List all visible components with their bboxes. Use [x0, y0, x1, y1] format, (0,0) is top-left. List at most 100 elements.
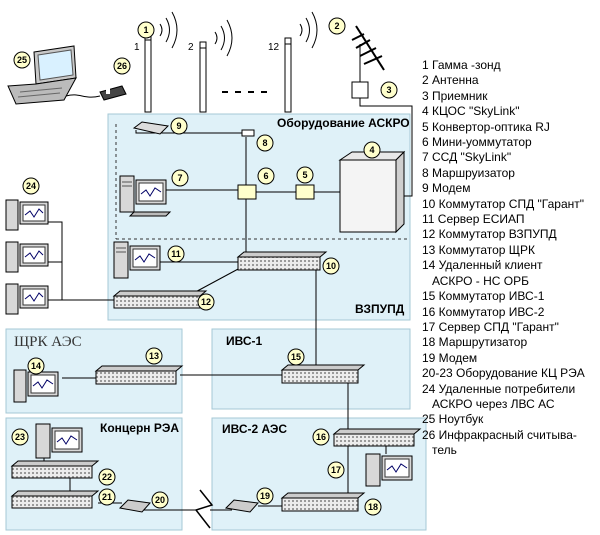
legend-item: 9 Модем [422, 181, 471, 196]
marker-5: 5 [296, 166, 314, 184]
marker-4: 4 [363, 141, 381, 159]
marker-18: 18 [364, 498, 382, 516]
workstations [5, 175, 413, 487]
ir-reader [99, 85, 127, 101]
switch-12 [112, 290, 208, 309]
svg-text:20: 20 [155, 495, 165, 505]
modem-19 [224, 499, 260, 513]
svg-text:21: 21 [102, 492, 112, 502]
zone-title-vzpupd: ВЗПУПД [355, 302, 405, 316]
svg-text:5: 5 [302, 170, 307, 180]
legend-item: 5 Конвертор-оптика RJ [422, 119, 550, 134]
ir-cable [65, 94, 101, 98]
zone-title-shchrk: ЩРК АЭС [14, 334, 82, 350]
marker-16: 16 [312, 428, 330, 446]
marker-21: 21 [98, 488, 116, 506]
marker-6: 6 [257, 167, 275, 185]
marker-19: 19 [256, 487, 274, 505]
gamma-probes [144, 11, 318, 113]
legend-item: 19 Модем [422, 350, 478, 365]
legend-item: 4 КЦОС "SkyLink" [422, 104, 520, 119]
legend-item: 10 Коммутатор СПД "Гарант" [422, 196, 585, 211]
link-receiver-kcos [359, 98, 413, 197]
consumer-24c [5, 283, 49, 315]
legend-item: АСКРО - НС ОРБ [432, 273, 530, 288]
router-18 [280, 492, 366, 512]
client-14 [13, 369, 59, 403]
kcos-cabinet [338, 150, 406, 234]
probe-2 [199, 19, 233, 113]
marker-9: 9 [170, 117, 188, 135]
switch-10 [236, 251, 328, 271]
marker-12: 12 [197, 293, 215, 311]
svg-text:16: 16 [316, 432, 326, 442]
svg-text:18: 18 [368, 502, 378, 512]
svg-text:25: 25 [17, 55, 27, 65]
legend-item: 2 Антенна [422, 73, 479, 88]
legend-item: 1 Гамма -зонд [422, 58, 501, 72]
marker-25: 25 [13, 51, 31, 69]
equipment-22 [10, 460, 100, 479]
marker-24: 24 [22, 177, 40, 195]
marker-23: 23 [11, 428, 29, 446]
legend-item: 6 Мини-уоммутатор [422, 135, 532, 150]
legend-item: 17 Сервер СПД "Гарант" [422, 319, 559, 334]
server-17 [365, 453, 413, 487]
legend: 1 Гамма -зонд 2 Антенна 3 Приемник 4 КЦО… [422, 58, 600, 459]
legend-item: 12 Коммутатор ВЗПУПД [422, 227, 557, 242]
svg-text:14: 14 [31, 361, 41, 371]
svg-text:4: 4 [369, 145, 374, 155]
marker-26: 26 [113, 57, 131, 75]
probe-12 [284, 11, 318, 113]
server-11 [113, 241, 161, 279]
laptop [7, 45, 77, 105]
consumer-24b [5, 241, 49, 273]
switches [10, 251, 422, 512]
svg-text:26: 26 [117, 61, 127, 71]
svg-text:6: 6 [263, 171, 268, 181]
svg-text:24: 24 [26, 181, 36, 191]
marker-15: 15 [287, 348, 305, 366]
receiver [351, 81, 369, 99]
svg-text:1: 1 [143, 25, 148, 35]
zone-title-ivs2: ИВС-2 АЭС [222, 422, 287, 436]
svg-text:19: 19 [260, 491, 270, 501]
svg-text:23: 23 [15, 432, 25, 442]
legend-item: 20-23 Оборудование КЦ РЭА [422, 366, 585, 381]
marker-10: 10 [322, 257, 340, 275]
legend-item: 16 Коммутатор ИВС-2 [422, 304, 545, 319]
marker-8: 8 [256, 134, 274, 152]
equipment-21 [10, 490, 100, 509]
server-23 [35, 423, 83, 459]
modem-9 [132, 121, 170, 135]
marker-2: 2 [328, 17, 346, 35]
svg-text:12: 12 [201, 297, 211, 307]
legend-item: 13 Коммутатор ЩРК [422, 242, 536, 257]
switch-15 [280, 364, 366, 384]
legend-item: 8 Маршруизатор [422, 165, 515, 180]
marker-3: 3 [380, 81, 398, 99]
svg-text:11: 11 [171, 249, 181, 259]
probe-label-12: 12 [268, 42, 280, 53]
svg-text:10: 10 [326, 261, 336, 271]
markers: 1 2 3 4 5 6 7 8 9 10 11 12 13 14 15 16 1… [11, 17, 398, 516]
switch-13 [94, 365, 184, 385]
marker-7: 7 [171, 169, 189, 187]
svg-text:7: 7 [177, 173, 182, 183]
legend-item: 3 Приемник [422, 88, 488, 103]
legend-item: 14 Удаленный клиент [422, 258, 543, 273]
legend-item: тель [432, 443, 457, 458]
legend-item: 26 Инфракрасный считыва- [422, 427, 577, 442]
marker-17: 17 [327, 461, 345, 479]
legend-item: 25 Ноутбук [422, 412, 484, 427]
router-8 [241, 129, 255, 137]
legend-item: 15 Коммутатор ИВС-1 [422, 289, 545, 304]
marker-14: 14 [27, 357, 45, 375]
wan-lightning-icon [194, 489, 214, 529]
converter-5 [295, 184, 315, 200]
marker-13: 13 [145, 347, 163, 365]
svg-text:15: 15 [291, 352, 301, 362]
legend-item: 18 Маршрутизатор [422, 335, 528, 350]
switch-16 [332, 428, 422, 447]
